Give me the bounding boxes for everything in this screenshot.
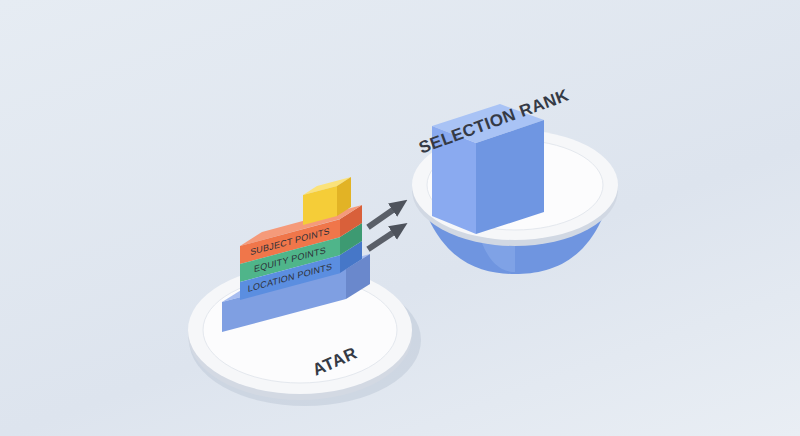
atar-plate: ATARSUBJECT POINTSEQUITY POINTSLOCATION … (186, 258, 414, 403)
flow-arrow (368, 205, 400, 227)
selection-rank-illustration (410, 98, 620, 278)
selection-rank-cube: SELECTION RANK (410, 98, 620, 278)
flow-arrow (368, 228, 400, 249)
